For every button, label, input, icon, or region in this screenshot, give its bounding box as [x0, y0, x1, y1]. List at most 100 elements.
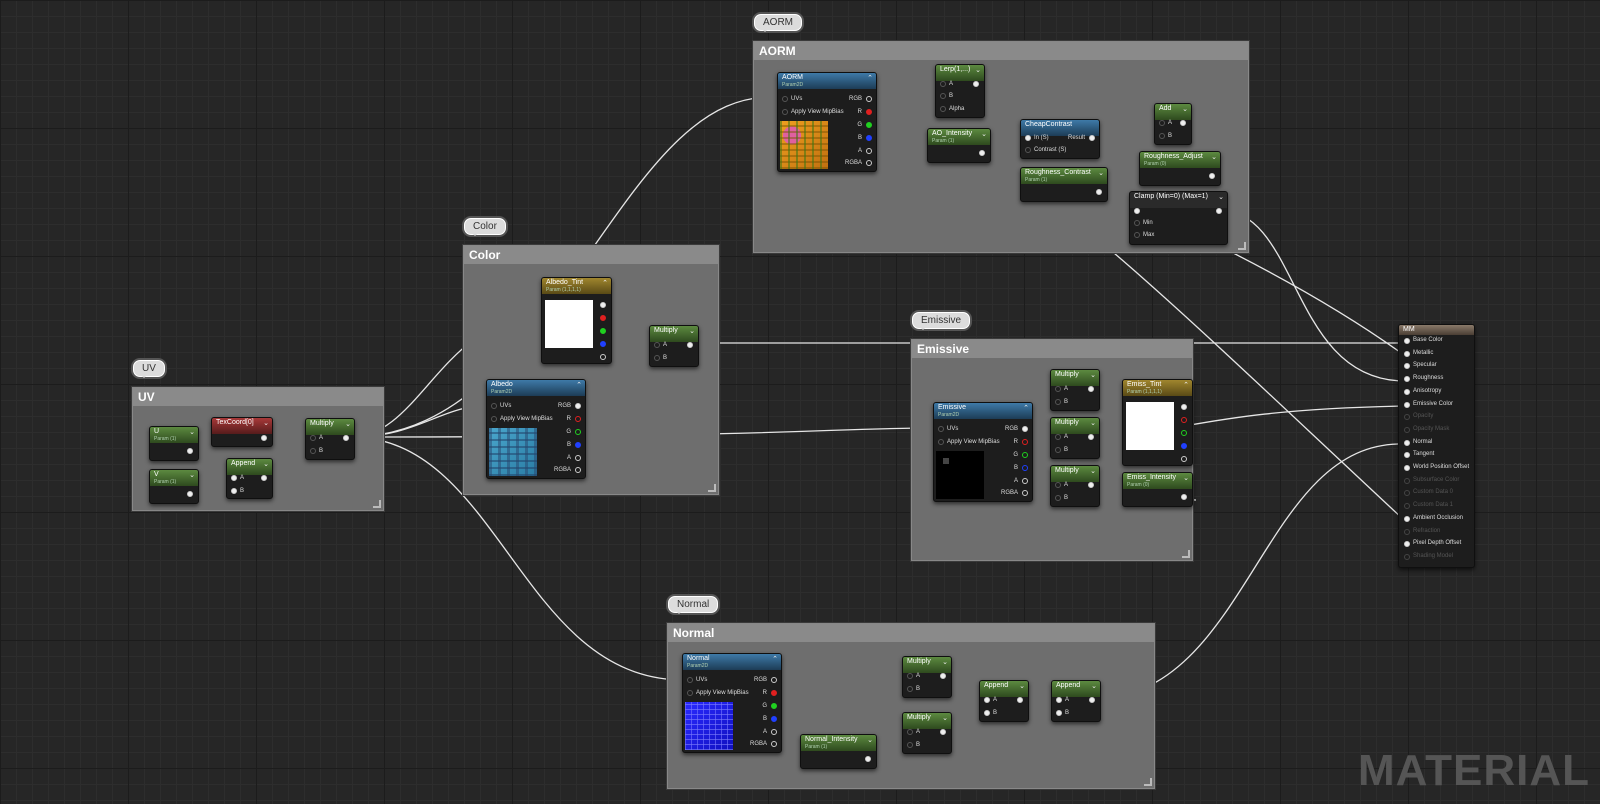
input-pin-mipbias[interactable]: [491, 416, 497, 422]
input-pin[interactable]: [1404, 388, 1410, 395]
chevron-up-icon[interactable]: ⌃: [867, 75, 873, 82]
output-pin[interactable]: [1096, 189, 1102, 195]
input-pin[interactable]: [1404, 490, 1410, 497]
output-pin-b[interactable]: [771, 716, 777, 722]
output-pin-b[interactable]: [600, 341, 606, 347]
chevron-down-icon[interactable]: ⌄: [689, 328, 695, 335]
normal-append-2-node[interactable]: Append⌄ A B: [1051, 680, 1101, 722]
chevron-down-icon[interactable]: ⌄: [1098, 170, 1104, 177]
input-pin-a[interactable]: [310, 435, 316, 441]
resize-handle[interactable]: [1144, 778, 1152, 786]
input-pin[interactable]: [1404, 503, 1410, 510]
chevron-up-icon[interactable]: ⌃: [602, 280, 608, 287]
clamp-node[interactable]: Clamp (Min=0) (Max=1)⌄ Min Max: [1129, 191, 1228, 245]
input-pin[interactable]: [1404, 414, 1410, 421]
add-node[interactable]: Add⌄ A B: [1154, 103, 1192, 145]
input-pin-uvs[interactable]: [782, 96, 788, 102]
output-pin-b[interactable]: [866, 135, 872, 141]
chevron-down-icon[interactable]: ⌄: [263, 420, 269, 427]
input-pin-b[interactable]: [654, 355, 660, 361]
output-pin-r[interactable]: [771, 690, 777, 696]
chevron-down-icon[interactable]: ⌄: [1090, 468, 1096, 475]
output-pin-r[interactable]: [575, 416, 581, 422]
input-pin[interactable]: [1404, 338, 1410, 344]
input-pin-a[interactable]: [1055, 434, 1061, 440]
chevron-down-icon[interactable]: ⌄: [867, 737, 873, 744]
output-pin-rgb[interactable]: [771, 677, 777, 683]
input-pin[interactable]: [1404, 376, 1410, 383]
output-pin-b[interactable]: [1022, 465, 1028, 471]
chevron-down-icon[interactable]: ⌄: [1211, 154, 1217, 161]
input-pin[interactable]: [1404, 465, 1410, 471]
output-pin[interactable]: [187, 448, 193, 454]
output-pin[interactable]: [1181, 494, 1187, 500]
texcoord-node[interactable]: TexCoord[0]⌄: [211, 417, 273, 447]
input-pin-mipbias[interactable]: [687, 690, 693, 696]
input-pin-a[interactable]: [231, 475, 237, 481]
input-pin-a[interactable]: [907, 673, 913, 679]
output-pin[interactable]: [979, 150, 985, 156]
cheap-contrast-node[interactable]: CheapContrast In (S) Result Contrast (S): [1020, 119, 1100, 159]
multiply-color-node[interactable]: Multiply⌄ A B: [649, 325, 699, 367]
input-pin-alpha[interactable]: [940, 106, 946, 112]
output-pin[interactable]: [1216, 208, 1222, 214]
input-pin-in[interactable]: [1025, 135, 1031, 141]
output-pin-g[interactable]: [1022, 452, 1028, 458]
resize-handle[interactable]: [708, 484, 716, 492]
input-pin[interactable]: [1404, 553, 1410, 560]
input-pin-b[interactable]: [907, 742, 913, 748]
input-pin-b[interactable]: [984, 710, 990, 716]
chevron-down-icon[interactable]: ⌄: [1090, 420, 1096, 427]
output-pin-r[interactable]: [1022, 439, 1028, 445]
emissive-multiply-1-node[interactable]: Multiply⌄ A B: [1050, 369, 1100, 411]
input-pin[interactable]: [1404, 452, 1410, 459]
chevron-down-icon[interactable]: ⌄: [189, 472, 195, 479]
chevron-down-icon[interactable]: ⌄: [1019, 683, 1025, 690]
output-pin[interactable]: [1209, 173, 1215, 179]
chevron-up-icon[interactable]: ⌃: [1023, 405, 1029, 412]
chevron-down-icon[interactable]: ⌄: [1183, 475, 1189, 482]
emissive-multiply-2-node[interactable]: Multiply⌄ A B: [1050, 417, 1100, 459]
output-pin[interactable]: [1088, 482, 1094, 488]
input-pin[interactable]: [1404, 477, 1410, 484]
input-pin-b[interactable]: [1055, 399, 1061, 405]
output-pin-b[interactable]: [575, 442, 581, 448]
output-pin-rgba[interactable]: [575, 467, 581, 473]
output-pin-a[interactable]: [1181, 456, 1187, 462]
input-pin-a[interactable]: [1055, 386, 1061, 392]
input-pin-b[interactable]: [231, 488, 237, 494]
input-pin[interactable]: [1404, 515, 1410, 522]
resize-handle[interactable]: [373, 500, 381, 508]
output-pin-r[interactable]: [866, 109, 872, 115]
input-pin[interactable]: [1404, 401, 1410, 408]
output-pin[interactable]: [261, 475, 267, 481]
input-pin-b[interactable]: [1055, 495, 1061, 501]
chevron-up-icon[interactable]: ⌃: [576, 382, 582, 389]
input-pin-uvs[interactable]: [491, 403, 497, 409]
output-pin[interactable]: [940, 673, 946, 679]
chevron-down-icon[interactable]: ⌄: [975, 67, 981, 74]
input-pin-a[interactable]: [1159, 120, 1165, 126]
output-pin-g[interactable]: [575, 429, 581, 435]
output-pin-g[interactable]: [1181, 430, 1187, 436]
output-pin-a[interactable]: [1022, 478, 1028, 484]
input-pin-uvs[interactable]: [938, 426, 944, 432]
output-pin-r[interactable]: [600, 315, 606, 321]
output-pin-g[interactable]: [771, 703, 777, 709]
output-pin-a[interactable]: [866, 148, 872, 154]
normal-multiply-1-node[interactable]: Multiply⌄ A B: [902, 656, 952, 698]
output-pin-rgb[interactable]: [1022, 426, 1028, 432]
chevron-down-icon[interactable]: ⌄: [345, 421, 351, 428]
input-pin-a[interactable]: [907, 729, 913, 735]
input-pin[interactable]: [1404, 528, 1410, 535]
output-pin[interactable]: [1088, 386, 1094, 392]
output-pin-a[interactable]: [575, 455, 581, 461]
normal-multiply-2-node[interactable]: Multiply⌄ A B: [902, 712, 952, 754]
